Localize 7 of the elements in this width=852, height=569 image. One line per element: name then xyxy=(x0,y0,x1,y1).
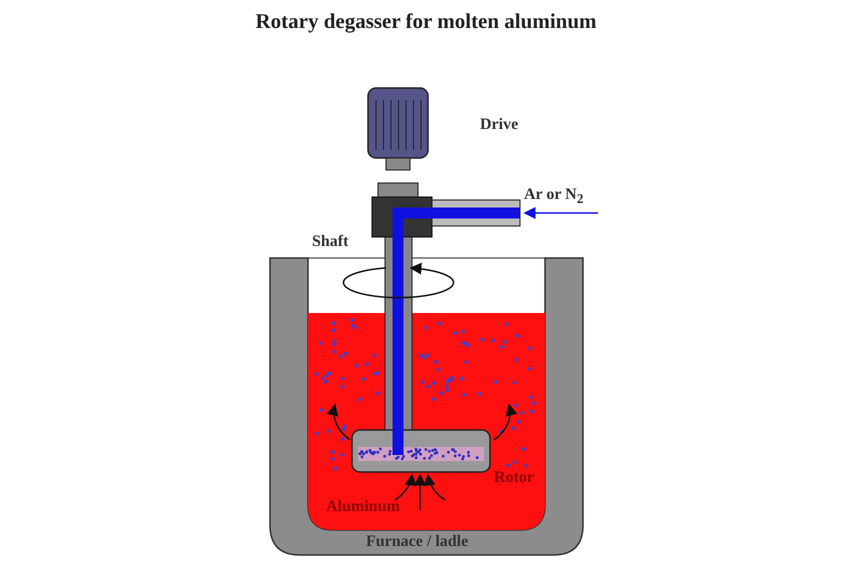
part-label: Shaft xyxy=(312,233,348,251)
part-label: Aluminum xyxy=(326,498,400,516)
title: Rotary degasser for molten aluminum xyxy=(254,8,598,35)
part-label: Drive xyxy=(480,116,518,134)
gas-label: Ar or N$_{2}$ xyxy=(524,186,584,208)
part-label: Furnace / ladle xyxy=(366,533,468,551)
part-label: Rotor xyxy=(494,469,534,487)
